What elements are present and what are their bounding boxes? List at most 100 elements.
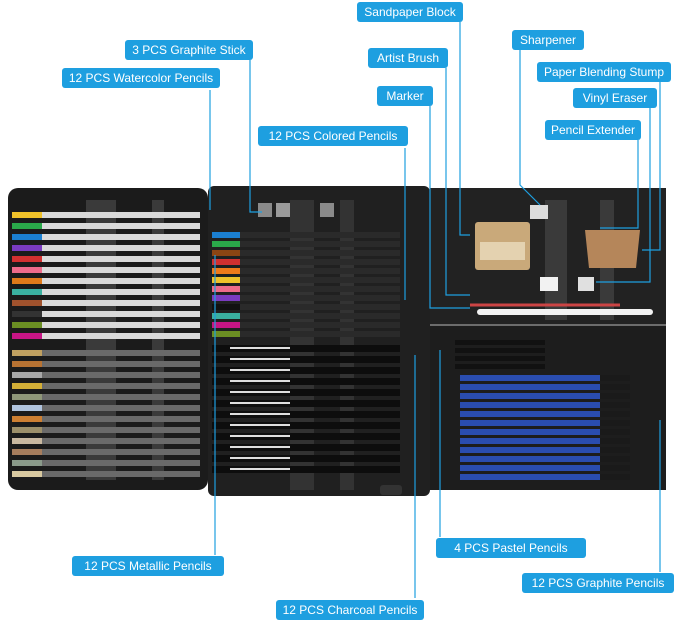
pencil — [212, 304, 400, 310]
pencil — [212, 241, 400, 247]
pencil — [212, 466, 400, 473]
pencil — [12, 322, 42, 328]
pencil — [600, 393, 630, 399]
pencil — [12, 460, 42, 466]
pencil — [600, 429, 630, 435]
pencil — [600, 456, 630, 462]
pencil — [212, 322, 400, 328]
pencil — [12, 289, 42, 295]
pencil — [212, 232, 240, 238]
pencil — [600, 402, 630, 408]
pencil — [230, 402, 290, 404]
pencil — [212, 389, 400, 396]
pencil — [12, 460, 200, 466]
pencil — [12, 471, 42, 477]
pencil — [12, 311, 200, 317]
pencil — [460, 411, 630, 417]
pencil — [12, 405, 42, 411]
pencil — [212, 433, 400, 440]
graphite-stick-label: 3 PCS Graphite Stick — [125, 40, 253, 60]
pencil — [455, 364, 545, 369]
pencil — [600, 411, 630, 417]
pencil — [600, 375, 630, 381]
pencil — [460, 384, 630, 390]
pencil — [212, 268, 400, 274]
pencil — [212, 378, 400, 385]
pencil — [12, 278, 200, 284]
colored-pencils-label: 12 PCS Colored Pencils — [258, 126, 408, 146]
pencil — [12, 223, 200, 229]
pencil — [12, 350, 200, 356]
pencil — [212, 422, 400, 429]
pencil — [12, 350, 42, 356]
pencil — [12, 383, 42, 389]
pencil — [212, 400, 400, 407]
pencil — [460, 474, 630, 480]
pencil — [212, 295, 240, 301]
pencil — [600, 465, 630, 471]
pencil — [212, 268, 240, 274]
pencil — [600, 438, 630, 444]
pencil — [212, 277, 400, 283]
pencil — [12, 361, 42, 367]
pencil — [460, 447, 630, 453]
pencil — [12, 212, 200, 218]
pencil — [600, 447, 630, 453]
leader-lines — [209, 22, 661, 598]
pencil — [12, 256, 42, 262]
pencil — [230, 446, 290, 448]
vinyl-eraser-label: Vinyl Eraser — [573, 88, 657, 108]
pencil — [12, 245, 42, 251]
pencil — [230, 347, 290, 349]
drawing-tools — [470, 200, 653, 320]
pencil — [230, 435, 290, 437]
pencil — [212, 241, 240, 247]
pencil — [212, 313, 240, 319]
watercolor-pencils-label: 12 PCS Watercolor Pencils — [62, 68, 220, 88]
pencil — [12, 333, 200, 339]
pencil — [212, 232, 400, 238]
pencil — [230, 358, 290, 360]
pencil — [230, 369, 290, 371]
pencil — [12, 449, 42, 455]
pencil — [460, 420, 630, 426]
pencil — [12, 300, 42, 306]
pencil — [212, 286, 400, 292]
pencil — [212, 411, 400, 418]
pencil — [212, 356, 400, 363]
pencil — [455, 348, 545, 353]
pencil — [230, 424, 290, 426]
pencil — [212, 259, 400, 265]
pencil — [212, 304, 240, 310]
pencil — [230, 391, 290, 393]
pencil-extender-label: Pencil Extender — [545, 120, 641, 140]
pencil — [12, 234, 200, 240]
pencil — [460, 438, 630, 444]
pencil — [230, 380, 290, 382]
pencil — [212, 367, 400, 374]
pencil — [600, 420, 630, 426]
pencil — [12, 278, 42, 284]
pencil — [12, 449, 200, 455]
pencil — [12, 234, 42, 240]
pencil — [12, 427, 200, 433]
pastel-graphite-pencils — [455, 340, 630, 480]
pencil — [12, 372, 200, 378]
colored-charcoal-pencils — [212, 200, 400, 490]
pencil — [212, 277, 240, 283]
pencil — [600, 384, 630, 390]
pencil — [12, 394, 200, 400]
sharpener-label: Sharpener — [512, 30, 584, 50]
pencil — [455, 356, 545, 361]
pencil — [230, 457, 290, 459]
artist-brush-label: Artist Brush — [368, 48, 448, 68]
watercolor-metallic-pencils — [12, 200, 200, 480]
pencil — [212, 286, 240, 292]
pencil — [12, 405, 200, 411]
pencil — [212, 444, 400, 451]
pencil — [212, 259, 240, 265]
pastel-pencils-label: 4 PCS Pastel Pencils — [436, 538, 586, 558]
pencil — [212, 250, 400, 256]
pencil — [600, 474, 630, 480]
